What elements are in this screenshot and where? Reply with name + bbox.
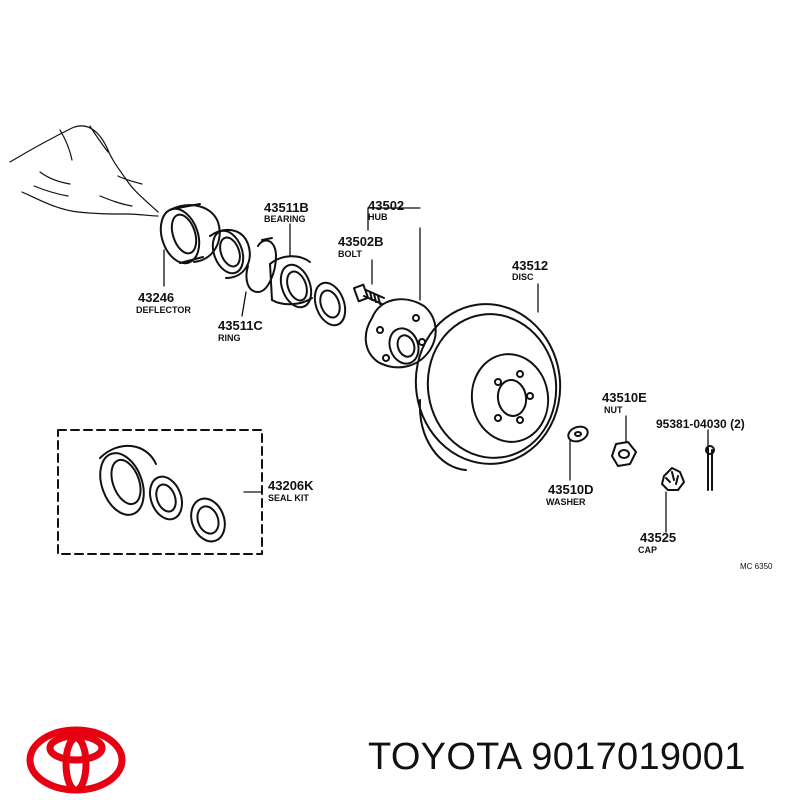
diagram-code: MC 6350	[740, 562, 773, 571]
pin-number: 95381-04030 (2)	[656, 417, 745, 431]
cap-name: CAP	[638, 545, 657, 555]
hub-name: HUB	[368, 212, 388, 222]
toyota-logo-icon	[26, 726, 126, 794]
deflector-part	[159, 203, 221, 265]
disc-number: 43512	[512, 258, 548, 273]
cotter-pin-part	[705, 445, 715, 491]
nut-part	[611, 441, 637, 467]
bearing-number: 43511B	[264, 200, 309, 215]
washer-number: 43510D	[548, 482, 594, 497]
bearing-part	[269, 255, 313, 309]
bolt-part	[352, 283, 385, 305]
seal-kit-number: 43206K	[268, 478, 314, 493]
part-number: 9017019001	[531, 736, 746, 778]
leader-lines	[163, 207, 709, 533]
brand-caption: TOYOTA 9017019001	[368, 736, 746, 779]
bolt-name: BOLT	[338, 249, 362, 259]
seal-kit-box	[57, 429, 263, 555]
disc-part	[414, 303, 562, 471]
brand-name: TOYOTA	[368, 736, 521, 778]
ring-number: 43511C	[218, 318, 263, 333]
disc-name: DISC	[512, 272, 534, 282]
ring-name: RING	[218, 333, 241, 343]
deflector-number: 43246	[138, 290, 174, 305]
nut-number: 43510E	[602, 390, 647, 405]
bearing-name: BEARING	[264, 214, 306, 224]
pointing-hand-icon	[9, 125, 159, 217]
seal-kit-name: SEAL KIT	[268, 493, 309, 503]
bolt-number: 43502B	[338, 234, 384, 249]
nut-name: NUT	[604, 405, 623, 415]
cap-number: 43525	[640, 530, 676, 545]
washer-name: WASHER	[546, 497, 586, 507]
hub-number: 43502	[368, 198, 404, 213]
washer-part	[567, 425, 589, 443]
hub-part	[364, 298, 437, 369]
deflector-name: DEFLECTOR	[136, 305, 191, 315]
cap-part	[661, 467, 685, 491]
seal-part	[313, 281, 347, 327]
inner-bearing-part	[209, 228, 251, 279]
